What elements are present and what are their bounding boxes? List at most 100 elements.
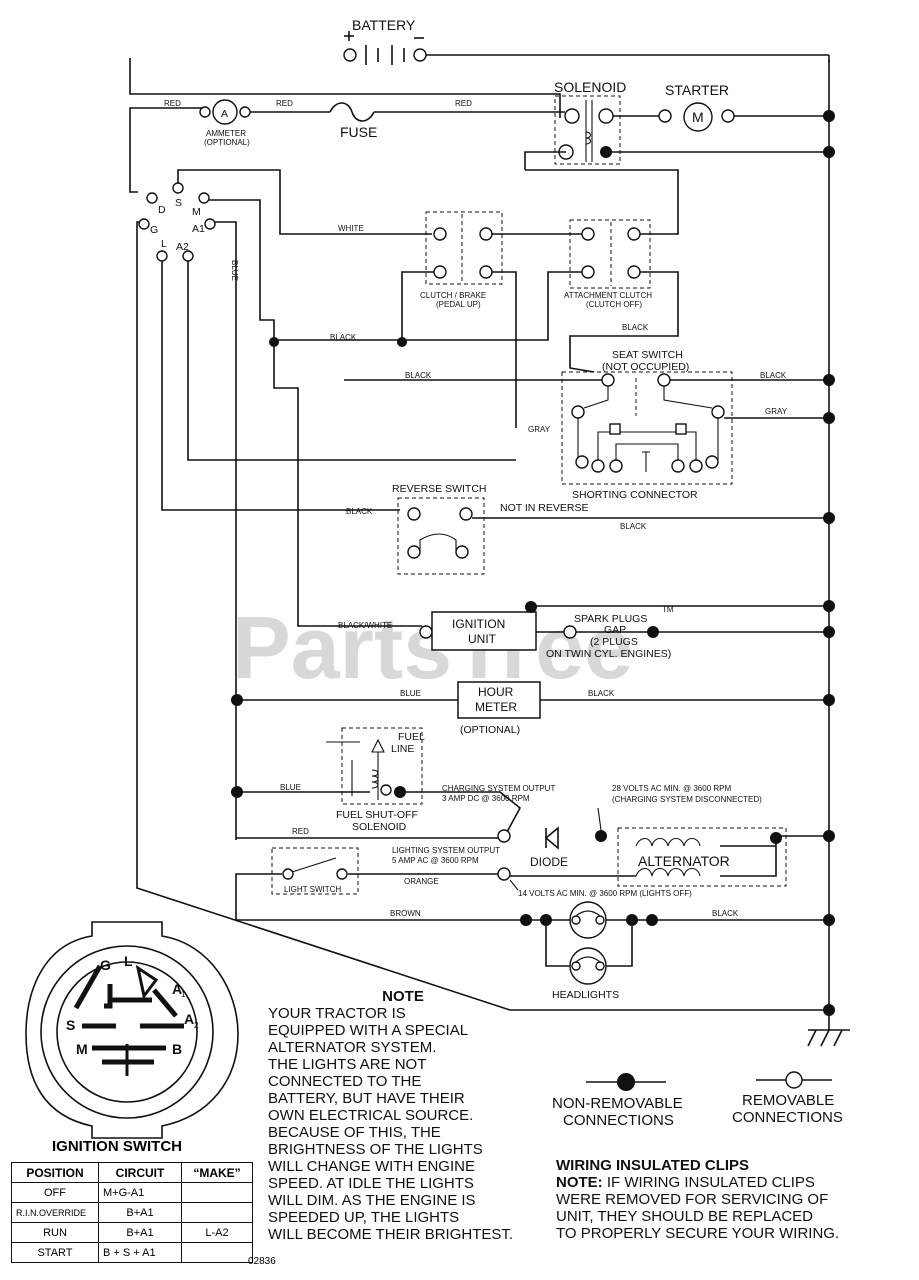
- table-cell: [181, 1182, 253, 1203]
- ammeter-icon: [212, 99, 238, 125]
- note-line: BRIGHTNESS OF THE LIGHTS: [268, 1141, 483, 1158]
- table-header: “MAKE”: [181, 1162, 253, 1183]
- lighting-output-label: LIGHTING SYSTEM OUTPUT: [392, 846, 500, 855]
- note-line: OWN ELECTRICAL SOURCE.: [268, 1107, 474, 1124]
- tractor-note: NOTE YOUR TRACTOR IS EQUIPPED WITH A SPE…: [268, 988, 558, 1243]
- svg-text:B: B: [172, 1041, 182, 1057]
- fuse-icon: [329, 102, 375, 122]
- wiring-clips-note: WIRING INSULATED CLIPS NOTE: IF WIRING I…: [556, 1157, 896, 1242]
- clutch-brake-label: CLUTCH / BRAKE: [420, 291, 486, 300]
- svg-text:A1: A1: [192, 223, 205, 235]
- clips-line: NOTE: IF WIRING INSULATED CLIPS: [556, 1174, 896, 1191]
- diode-label: DIODE: [530, 855, 568, 869]
- wire-label-gray: GRAY: [528, 425, 551, 434]
- light-switch-label: LIGHT SWITCH: [284, 885, 341, 894]
- note-line: SPEED. AT IDLE THE LIGHTS: [268, 1175, 474, 1192]
- seat-switch-label: SEAT SWITCH: [612, 349, 683, 361]
- svg-text:A: A: [172, 981, 182, 997]
- charging-disconnected-label: (CHARGING SYSTEM DISCONNECTED): [612, 795, 762, 804]
- light-switch: [271, 847, 359, 895]
- svg-text:CONNECTIONS: CONNECTIONS: [732, 1109, 843, 1126]
- table-header-row: POSITION CIRCUIT “MAKE”: [11, 1162, 253, 1183]
- ignition-connector: D S M G A1 L A2: [138, 182, 216, 262]
- note-line: THE LIGHTS ARE NOT: [268, 1056, 427, 1073]
- attachment-clutch-switch: [569, 219, 651, 289]
- solenoid-label: SOLENOID: [554, 79, 626, 95]
- wire-label-red: RED: [164, 99, 181, 108]
- ignition-switch-table: POSITION CIRCUIT “MAKE” OFF M+G-A1 R.I.N…: [11, 1162, 253, 1263]
- table-row: START B + S + A1: [11, 1242, 253, 1263]
- note-line: WILL DIM. AS THE ENGINE IS: [268, 1192, 476, 1209]
- svg-text:M: M: [76, 1041, 88, 1057]
- wire-label-blue: BLUE: [280, 783, 301, 792]
- table-cell: START: [11, 1242, 99, 1263]
- ignition-unit-label: IGNITION: [452, 617, 505, 631]
- not-in-reverse-label: NOT IN REVERSE: [500, 502, 589, 514]
- table-cell: [181, 1242, 253, 1263]
- table-row: RUN B+A1 L-A2: [11, 1222, 253, 1243]
- wire-label-orange: ORANGE: [404, 877, 439, 886]
- attachment-clutch-label: ATTACHMENT CLUTCH: [564, 291, 652, 300]
- svg-text:S: S: [175, 197, 182, 209]
- svg-text:A: A: [184, 1011, 194, 1027]
- clips-line: WERE REMOVED FOR SERVICING OF: [556, 1191, 829, 1208]
- note-line: WILL CHANGE WITH ENGINE: [268, 1158, 475, 1175]
- volts-14-label: 14 VOLTS AC MIN. @ 3600 RPM (LIGHTS OFF): [518, 889, 692, 898]
- wire-label-black: BLACK: [760, 371, 787, 380]
- table-row: R.I.N.OVERRIDE B+A1: [11, 1202, 253, 1223]
- wire-label-black: BLACK: [588, 689, 615, 698]
- clutch-off-label: (CLUTCH OFF): [586, 300, 642, 309]
- fuel-shutoff-solenoid: [341, 727, 423, 805]
- clips-line-text: IF WIRING INSULATED CLIPS: [602, 1174, 815, 1191]
- table-cell: R.I.N.OVERRIDE: [11, 1202, 99, 1223]
- wire-label-black: BLACK: [405, 371, 432, 380]
- wire-label-black: BLACK: [712, 909, 739, 918]
- note-line: ALTERNATOR SYSTEM.: [268, 1039, 437, 1056]
- wire-label-black-white: BLACK/WHITE: [338, 621, 392, 630]
- table-row: OFF M+G-A1: [11, 1182, 253, 1203]
- fuse-label: FUSE: [340, 124, 377, 140]
- note-line: WILL BECOME THEIR BRIGHTEST.: [268, 1226, 514, 1243]
- pedal-up-label: (PEDAL UP): [436, 300, 481, 309]
- gap-label: GAP: [604, 624, 626, 636]
- wire-label-white: WHITE: [338, 224, 364, 233]
- svg-text:CONNECTIONS: CONNECTIONS: [563, 1112, 674, 1129]
- note-line: YOUR TRACTOR IS: [268, 1005, 406, 1022]
- ignition-unit-label: UNIT: [468, 632, 497, 646]
- alternator-label: ALTERNATOR: [638, 853, 730, 869]
- svg-text:L: L: [161, 238, 167, 250]
- diode-icon: [544, 826, 559, 850]
- starter-label: STARTER: [665, 82, 729, 98]
- ammeter-symbol: A: [221, 108, 228, 120]
- table-cell: B+A1: [98, 1202, 182, 1223]
- table-cell: B + S + A1: [98, 1242, 182, 1263]
- charging-amp-label: 3 AMP DC @ 3600 RPM: [442, 794, 530, 803]
- clips-note-label: NOTE:: [556, 1174, 603, 1191]
- wire-label-black: BLACK: [330, 333, 357, 342]
- table-cell: [181, 1202, 253, 1223]
- fuel-shutoff-label: SOLENOID: [352, 821, 407, 833]
- lighting-amp-label: 5 AMP AC @ 3600 RPM: [392, 856, 479, 865]
- hour-meter-label: HOUR: [478, 685, 514, 699]
- trademark: TM: [662, 605, 674, 614]
- two-plugs-label: (2 PLUGS: [590, 636, 638, 648]
- starter-motor-icon: [683, 102, 713, 132]
- twin-cyl-label: ON TWIN CYL. ENGINES): [546, 648, 671, 660]
- svg-text:D: D: [158, 204, 166, 216]
- battery-icon: [343, 31, 427, 65]
- wire-label-gray: GRAY: [765, 407, 788, 416]
- wire-label-black: BLACK: [622, 323, 649, 332]
- table-header: CIRCUIT: [98, 1162, 182, 1183]
- reverse-switch: [397, 497, 485, 575]
- fuel-label: FUEL: [398, 731, 425, 743]
- svg-text:1: 1: [181, 990, 186, 999]
- note-line: SPEEDED UP, THE LIGHTS: [268, 1209, 460, 1226]
- clips-line: TO PROPERLY SECURE YOUR WIRING.: [556, 1225, 840, 1242]
- legend: NON-REMOVABLE CONNECTIONS REMOVABLE CONN…: [552, 1071, 843, 1129]
- headlights-label: HEADLIGHTS: [552, 989, 619, 1001]
- reverse-switch-label: REVERSE SWITCH: [392, 483, 487, 495]
- svg-text:G: G: [100, 957, 111, 973]
- hour-meter-label: METER: [475, 700, 517, 714]
- svg-text:NON-REMOVABLE: NON-REMOVABLE: [552, 1095, 683, 1112]
- ignition-switch-icon: G L A 1 A 2 S M B: [25, 921, 239, 1139]
